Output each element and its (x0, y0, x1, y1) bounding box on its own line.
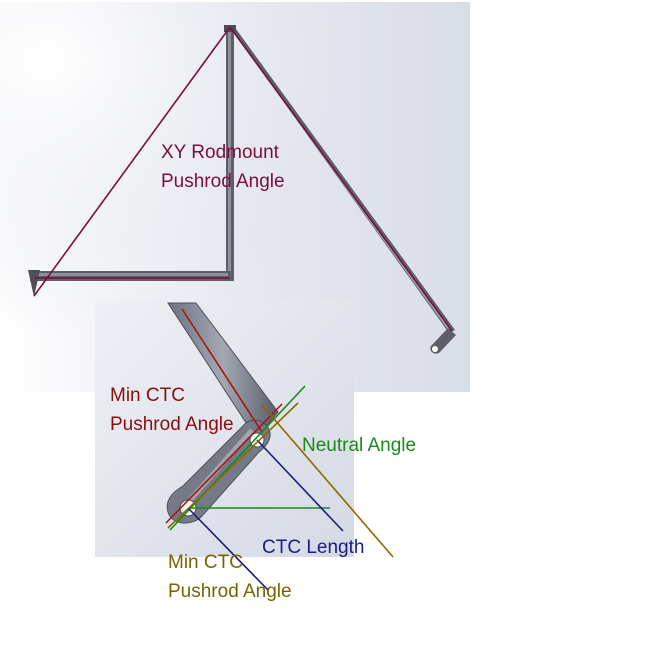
min-ctc-bottom-lines (167, 402, 394, 558)
min-ctc-bottom-label-line1: Min CTC (168, 552, 243, 573)
ctc-length-lines (187, 439, 344, 591)
min-ctc-top-line (165, 308, 283, 524)
xy-rodmount-label-line1: XY Rodmount (161, 142, 280, 163)
xy-rodmount-label-line2: Pushrod Angle (161, 171, 285, 192)
min-ctc-top-label-line1: Min CTC (110, 385, 185, 406)
min-ctc-bottom-label-line2: Pushrod Angle (168, 581, 292, 602)
ctc-length-label: CTC Length (262, 537, 364, 558)
neutral-angle-label: Neutral Angle (302, 435, 416, 456)
xy-pushrod-angle-lines (33, 26, 453, 332)
min-ctc-top-label-line2: Pushrod Angle (110, 414, 234, 435)
neutral-angle-lines (169, 385, 330, 531)
